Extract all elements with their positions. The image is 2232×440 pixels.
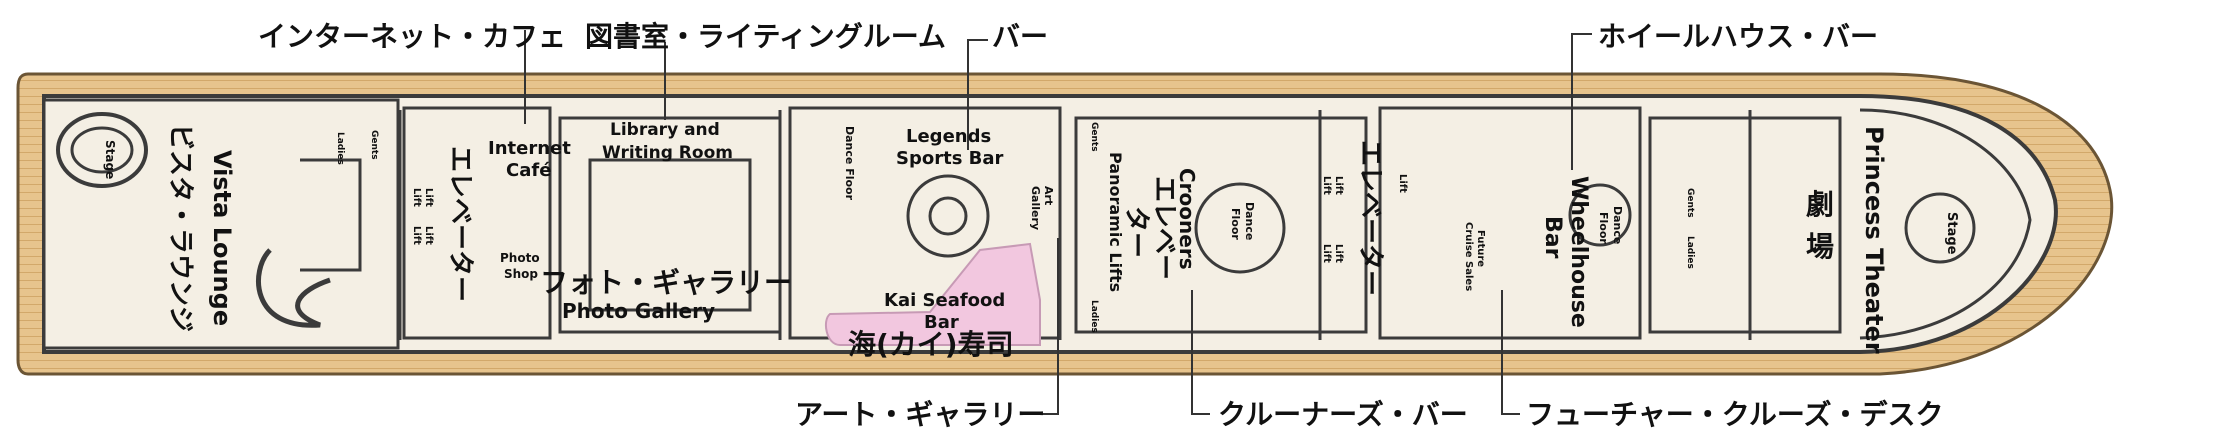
gents-label-mid: Gents [1089, 122, 1099, 152]
callout-art-gallery: アート・ギャラリー [795, 398, 1045, 431]
legends-1: Legends [906, 126, 991, 147]
stage-fwd-label: Stage [103, 140, 117, 179]
room-walls [398, 106, 2032, 340]
callout-leaders [524, 30, 1592, 415]
vista-lounge-label-en: Vista Lounge [208, 150, 236, 326]
wheelhouse-en-2: Bar [1540, 216, 1565, 259]
vista-lounge-area [42, 98, 400, 350]
legends-2: Sports Bar [896, 148, 1004, 169]
library-en-1: Library and [610, 120, 720, 140]
lift-label-7: Lift [1321, 244, 1332, 263]
library-en-2: Writing Room [602, 143, 733, 163]
gents-label-aft: Gents [1685, 188, 1695, 218]
elevator-label-fwd: エレベーター [445, 146, 475, 302]
art-gallery-en-2: Gallery [1029, 186, 1042, 230]
lift-label-8: Lift [1333, 244, 1344, 263]
art-gallery-en-1: Art [1042, 186, 1055, 205]
future-cruise-sales-1: Future [1475, 230, 1486, 267]
internet-cafe-en-2: Café [506, 160, 551, 181]
photo-shop-2: Shop [504, 267, 538, 281]
crooners-en: Crooners [1175, 168, 1199, 270]
floor-mid: Floor [1229, 208, 1242, 240]
callout-library: 図書室・ライティングルーム [585, 20, 946, 53]
lift-label-5: Lift [1321, 176, 1332, 195]
photo-gallery-ja: フォト・ギャラリー [540, 266, 792, 299]
floor-aft: Floor [1597, 212, 1610, 244]
wheelhouse-en-1: Wheelhouse [1566, 176, 1591, 328]
elevator-label-aft: エレベーター [1355, 140, 1385, 296]
vista-lounge-label-ja: ビスタ・ラウンジ [165, 124, 195, 332]
internet-cafe-en-1: Internet [488, 138, 571, 159]
callout-wheelhouse-bar: ホイールハウス・バー [1598, 20, 1878, 53]
lift-label-4: Lift [423, 226, 434, 245]
ladies-label-aft: Ladies [1685, 236, 1695, 269]
kai-seafood-bar-area [824, 242, 1041, 346]
panoramic-lifts: Panoramic Lifts [1106, 152, 1125, 292]
crooners-ja-2: ター [1121, 206, 1151, 258]
kai-seafood-ja: 海(カイ)寿司 [848, 328, 1014, 361]
callout-future-cruises-desk: フューチャー・クルーズ・デスク [1526, 398, 1943, 431]
photo-shop-1: Photo [500, 251, 540, 265]
ladies-label-mid: Ladies [1089, 300, 1099, 333]
callout-internet-cafe: インターネット・カフェ [258, 20, 566, 53]
stage-aft-label: Stage [1944, 212, 1959, 255]
lift-label-9: Lift [1397, 174, 1408, 193]
future-cruise-sales-2: Cruise Sales [1463, 222, 1474, 291]
interior-outline [42, 94, 2058, 354]
lift-label-1: Lift [411, 188, 422, 207]
callout-crooners-bar: クルーナーズ・バー [1218, 398, 1468, 431]
lift-label-3: Lift [411, 226, 422, 245]
round-features [906, 174, 1976, 274]
gents-label-fwd: Gents [369, 130, 379, 160]
ladies-label-fwd: Ladies [335, 132, 345, 165]
dance-floor-fwd: Dance Floor [843, 126, 856, 201]
kai-seafood-en-1: Kai Seafood [884, 290, 1005, 311]
crooners-ja-1: エレベー [1149, 176, 1179, 280]
dance-mid: Dance [1243, 202, 1256, 240]
dance-aft: Dance [1611, 206, 1624, 244]
photo-gallery-en: Photo Gallery [562, 299, 715, 323]
princess-theater-ja-1: 劇 [1806, 188, 1834, 221]
kai-seafood-en-2: Bar [924, 312, 959, 333]
princess-theater-en: Princess Theater [1860, 126, 1888, 354]
callout-bar: バー [992, 20, 1048, 53]
lift-label-2: Lift [423, 188, 434, 207]
princess-theater-ja-2: 場 [1806, 230, 1834, 263]
lift-label-6: Lift [1333, 176, 1344, 195]
